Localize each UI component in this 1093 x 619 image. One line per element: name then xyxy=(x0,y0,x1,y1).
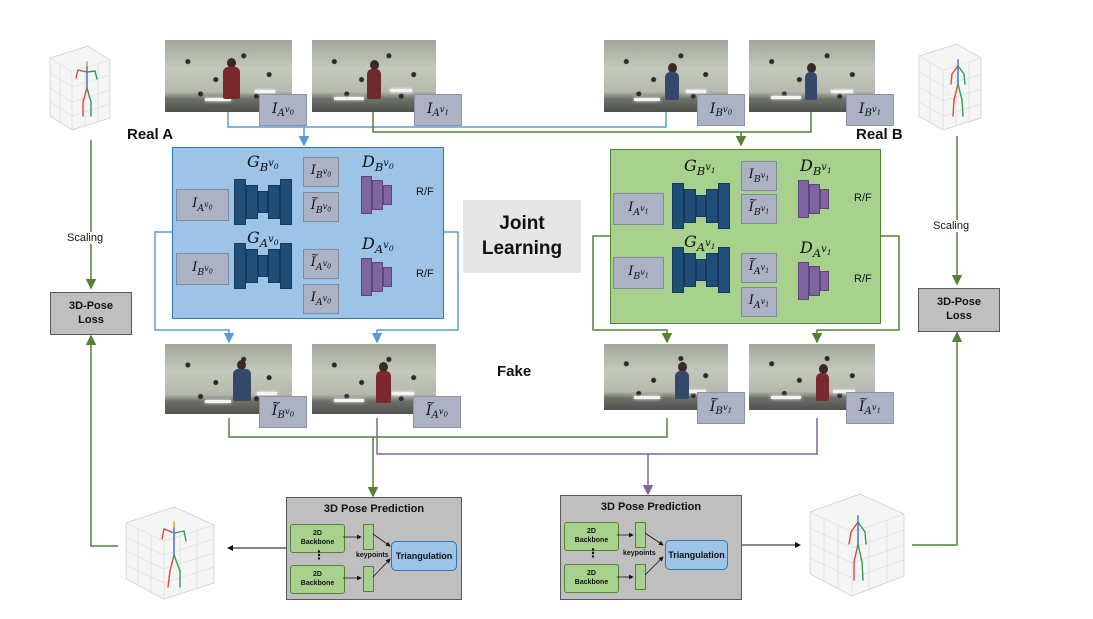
wire-fake-a-v0-to-pred xyxy=(376,418,654,496)
panel-v1-input-bottom: IBv1 xyxy=(613,257,664,289)
wire-pose-left-to-loss xyxy=(85,334,118,547)
photo-fake-b-v1 xyxy=(604,344,728,410)
pose-3d-real-b xyxy=(918,43,982,131)
triangulation-left: Triangulation xyxy=(391,541,457,571)
pose-3d-real-a xyxy=(49,45,111,131)
pose-prediction-title: 3D Pose Prediction xyxy=(600,501,702,513)
panel-v0-disc-top-fake: I~Bv0 xyxy=(303,192,339,222)
panel-v1-disc-top-fake: I~Bv1 xyxy=(741,194,777,224)
wire-panel-v0-to-fake-a-v0 xyxy=(371,231,459,344)
keypoints-left-1 xyxy=(363,524,374,550)
panel-v1-disc-top-real: IBv1 xyxy=(741,161,777,191)
wire-real-a-v0-to-panel xyxy=(227,112,310,147)
wire-fake-b-v0-to-pred xyxy=(228,418,379,498)
loss-line1: 3D-Pose xyxy=(936,296,982,309)
generator-label-top-v0: GBv0 xyxy=(247,152,279,175)
panel-v1-disc-bottom-fake: I~Av1 xyxy=(741,253,777,283)
keypoints-right-1 xyxy=(635,522,646,548)
pose-3d-predicted-left xyxy=(125,506,215,600)
pose-3d-predicted-right xyxy=(809,493,905,597)
tag-real-b-v0: IBv0 xyxy=(697,94,745,126)
discriminator-label-top-v0: DBv0 xyxy=(362,152,394,175)
panel-v1-disc-bottom-real: IAv1 xyxy=(741,287,777,317)
generator-label-bottom-v0: GAv0 xyxy=(247,228,279,251)
tag-real-a-v0: IAv0 xyxy=(259,94,307,126)
joint-line1: Joint xyxy=(499,212,545,234)
pose-prediction-left-arrows xyxy=(343,533,391,581)
rf-output-bottom-v1: R/F xyxy=(854,273,872,285)
tag-fake-a-v0: I~Av0 xyxy=(413,396,461,428)
discriminator-label-bottom-v1: DAv1 xyxy=(800,238,832,261)
discriminator-label-top-v1: DBv1 xyxy=(800,156,832,179)
loss-line2: Loss xyxy=(78,313,104,326)
rf-output-top-v0: R/F xyxy=(416,186,434,198)
wire-pose-right-to-loss xyxy=(912,331,963,546)
wire-fake-b-v1-to-pred xyxy=(373,418,668,438)
generator-label-top-v1: GBv1 xyxy=(684,156,716,179)
panel-v0-input-top: IAv0 xyxy=(176,189,229,221)
wire-real-b-v1-to-panel xyxy=(741,112,812,133)
panel-v0-disc-bottom-real: IAv0 xyxy=(303,284,339,314)
backbone-ellipsis-right: ⋮ xyxy=(587,546,599,560)
wire-panel-v0-to-fake-b-v0 xyxy=(154,231,235,344)
keypoints-label-left: keypoints xyxy=(356,552,389,559)
keypoints-right-2 xyxy=(635,564,646,590)
panel-v1-input-top: IAv1 xyxy=(613,193,664,225)
rf-output-bottom-v0: R/F xyxy=(416,268,434,280)
joint-line2: Learning xyxy=(481,237,563,259)
label-scaling-right: Scaling xyxy=(932,220,971,232)
discriminator-label-bottom-v0: DAv0 xyxy=(362,234,394,257)
generator-label-bottom-v1: GAv1 xyxy=(684,232,716,255)
tag-real-a-v1: IAv1 xyxy=(414,94,462,126)
panel-v0-disc-top-real: IBv0 xyxy=(303,157,339,187)
label-scaling-left: Scaling xyxy=(66,232,105,244)
label-real-a: Real A xyxy=(127,126,174,143)
photo-fake-a-v0 xyxy=(312,344,436,414)
loss-line2: Loss xyxy=(946,310,972,322)
wire-real-a-v1-to-panel xyxy=(372,112,747,147)
wire-fake-a-v1-to-pred xyxy=(648,418,818,455)
triangulation-right: Triangulation xyxy=(665,540,728,570)
rf-output-top-v1: R/F xyxy=(854,192,872,204)
label-real-b: Real B xyxy=(856,126,903,143)
keypoints-label-right: keypoints xyxy=(623,550,656,557)
wire-panel-v1-to-fake-b-v1 xyxy=(592,235,673,344)
label-fake: Fake xyxy=(497,363,532,380)
wire-real-b-v0-to-panel xyxy=(304,112,667,128)
backbone-ellipsis-left: ⋮ xyxy=(313,548,325,562)
loss-line1: 3D-Pose xyxy=(68,299,114,312)
tag-real-b-v1: IBv1 xyxy=(846,94,894,126)
wire-panel-v1-to-fake-a-v1 xyxy=(811,235,900,344)
pose-prediction-title: 3D Pose Prediction xyxy=(323,503,425,515)
pose-prediction-right-arrows xyxy=(617,532,664,580)
tag-fake-a-v1: I~Av1 xyxy=(846,392,894,424)
tag-fake-b-v1: I~Bv1 xyxy=(697,392,745,424)
tag-fake-b-v0: I~Bv0 xyxy=(259,396,307,428)
panel-v0-input-bottom: IBv0 xyxy=(176,253,229,285)
keypoints-left-2 xyxy=(363,566,374,592)
panel-v0-disc-bottom-fake: I~Av0 xyxy=(303,249,339,279)
